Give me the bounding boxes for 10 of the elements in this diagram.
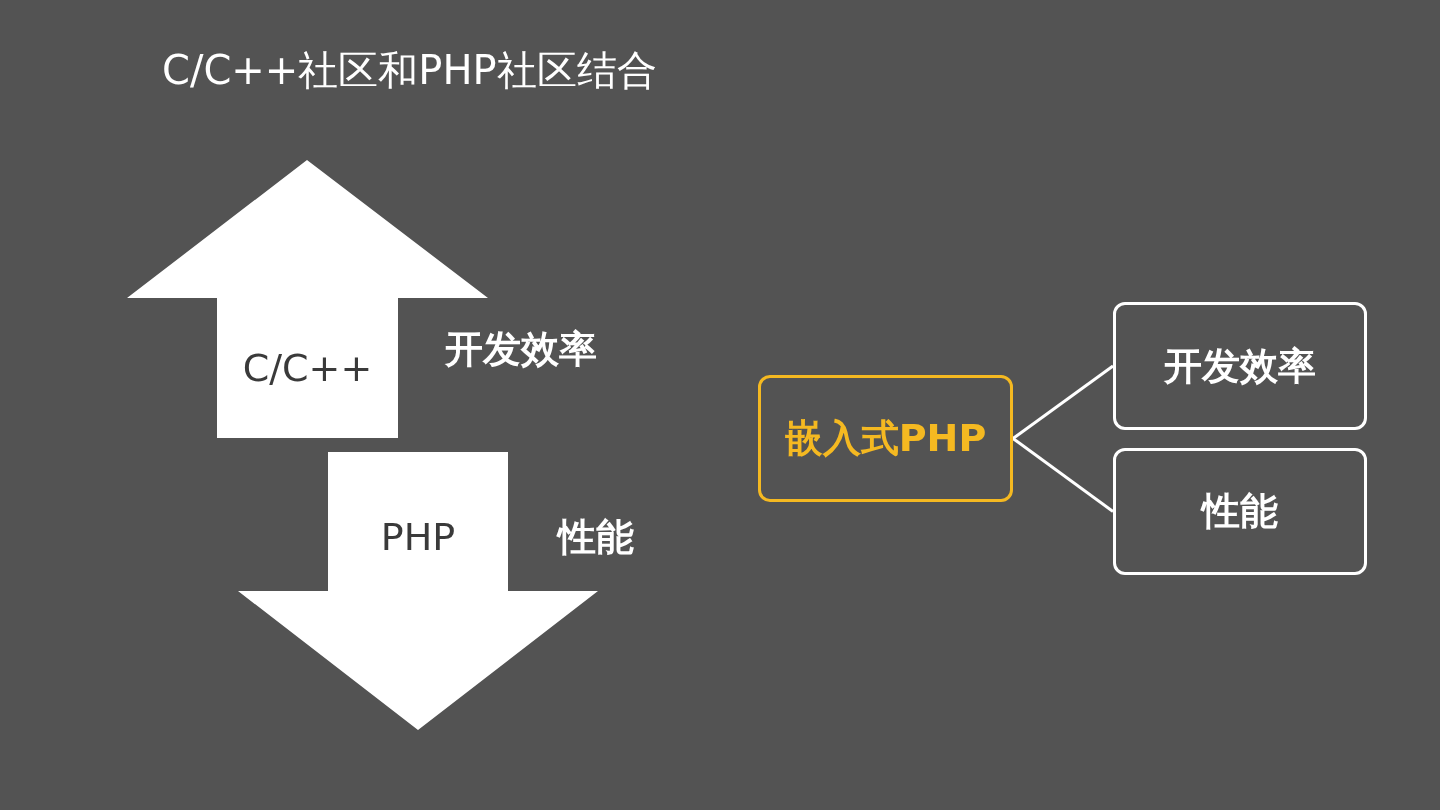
connector-line — [1012, 364, 1114, 440]
process-box: 开发效率 — [1113, 302, 1367, 430]
process-box: 嵌入式PHP — [758, 375, 1013, 502]
arrow-label: C/C++ — [242, 346, 373, 390]
connector-line — [1012, 437, 1114, 513]
side-label: 性能 — [558, 518, 634, 556]
side-label: 开发效率 — [445, 330, 597, 368]
title: C/C++社区和PHP社区结合 — [162, 50, 657, 90]
arrow-label: PHP — [380, 515, 456, 559]
process-box: 性能 — [1113, 448, 1367, 575]
